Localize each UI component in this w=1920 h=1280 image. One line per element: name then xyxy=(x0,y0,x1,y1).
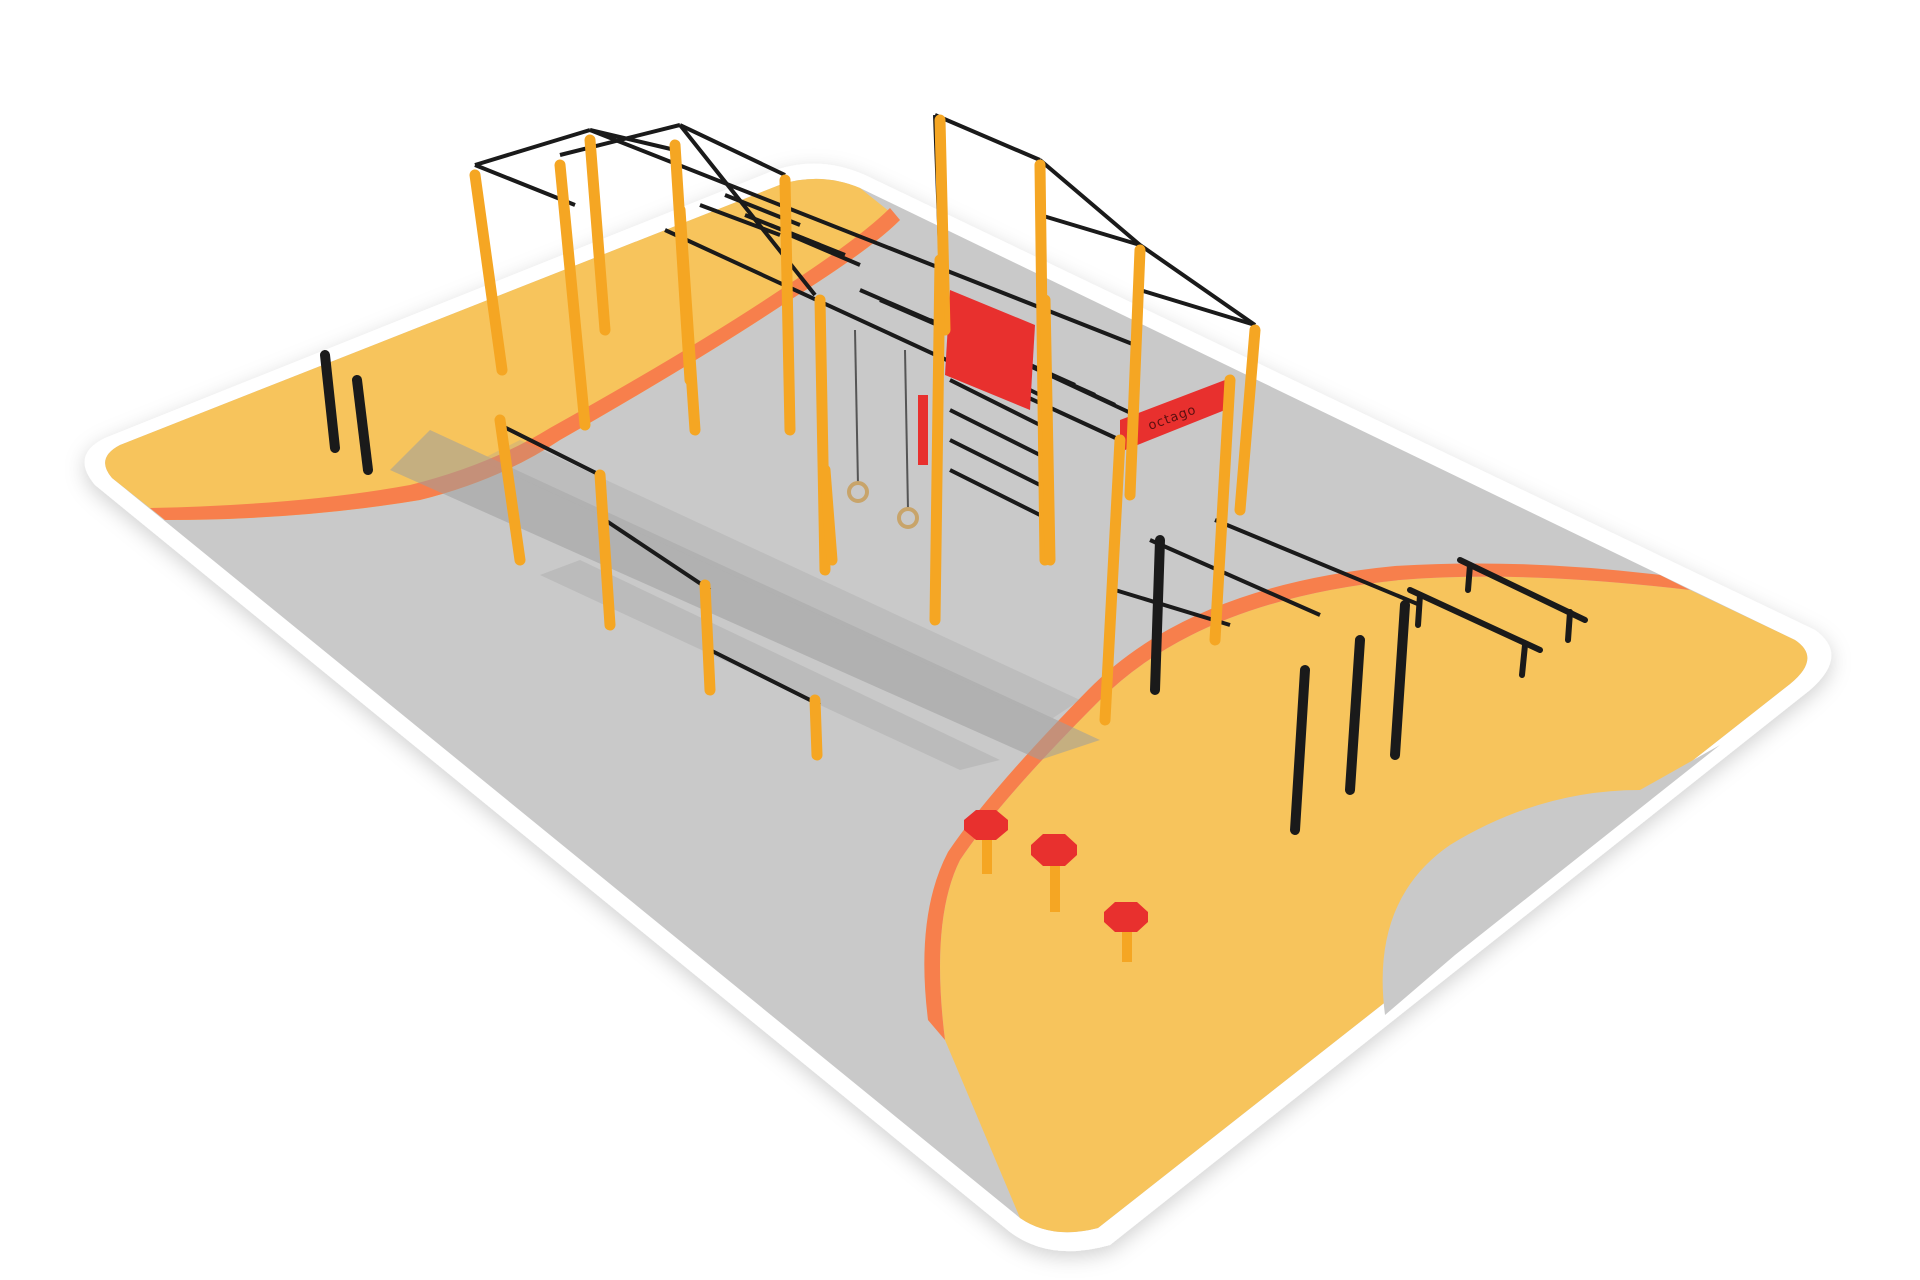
stump-3 xyxy=(1104,902,1148,962)
red-panels: octago xyxy=(918,290,1225,465)
parallel-bars xyxy=(1407,557,1588,678)
stepping-stumps xyxy=(964,810,1148,962)
equipment-shadows xyxy=(390,430,1100,770)
black-posts xyxy=(320,350,1410,835)
ring-left xyxy=(847,481,869,503)
yellow-posts xyxy=(469,114,1261,761)
orange-stripe-left xyxy=(150,208,900,520)
stump-1 xyxy=(964,810,1008,874)
stump-2 xyxy=(1031,834,1077,912)
red-sign-panel xyxy=(1120,380,1225,452)
ring-right xyxy=(897,507,919,529)
gymnastic-rings xyxy=(847,329,919,529)
yellow-zone-right xyxy=(940,576,1808,1233)
orange-stripe-right xyxy=(924,563,1690,1040)
red-wall-panel xyxy=(945,290,1035,410)
gray-circle-inset xyxy=(1382,745,1720,1015)
red-side-plate xyxy=(918,395,928,465)
